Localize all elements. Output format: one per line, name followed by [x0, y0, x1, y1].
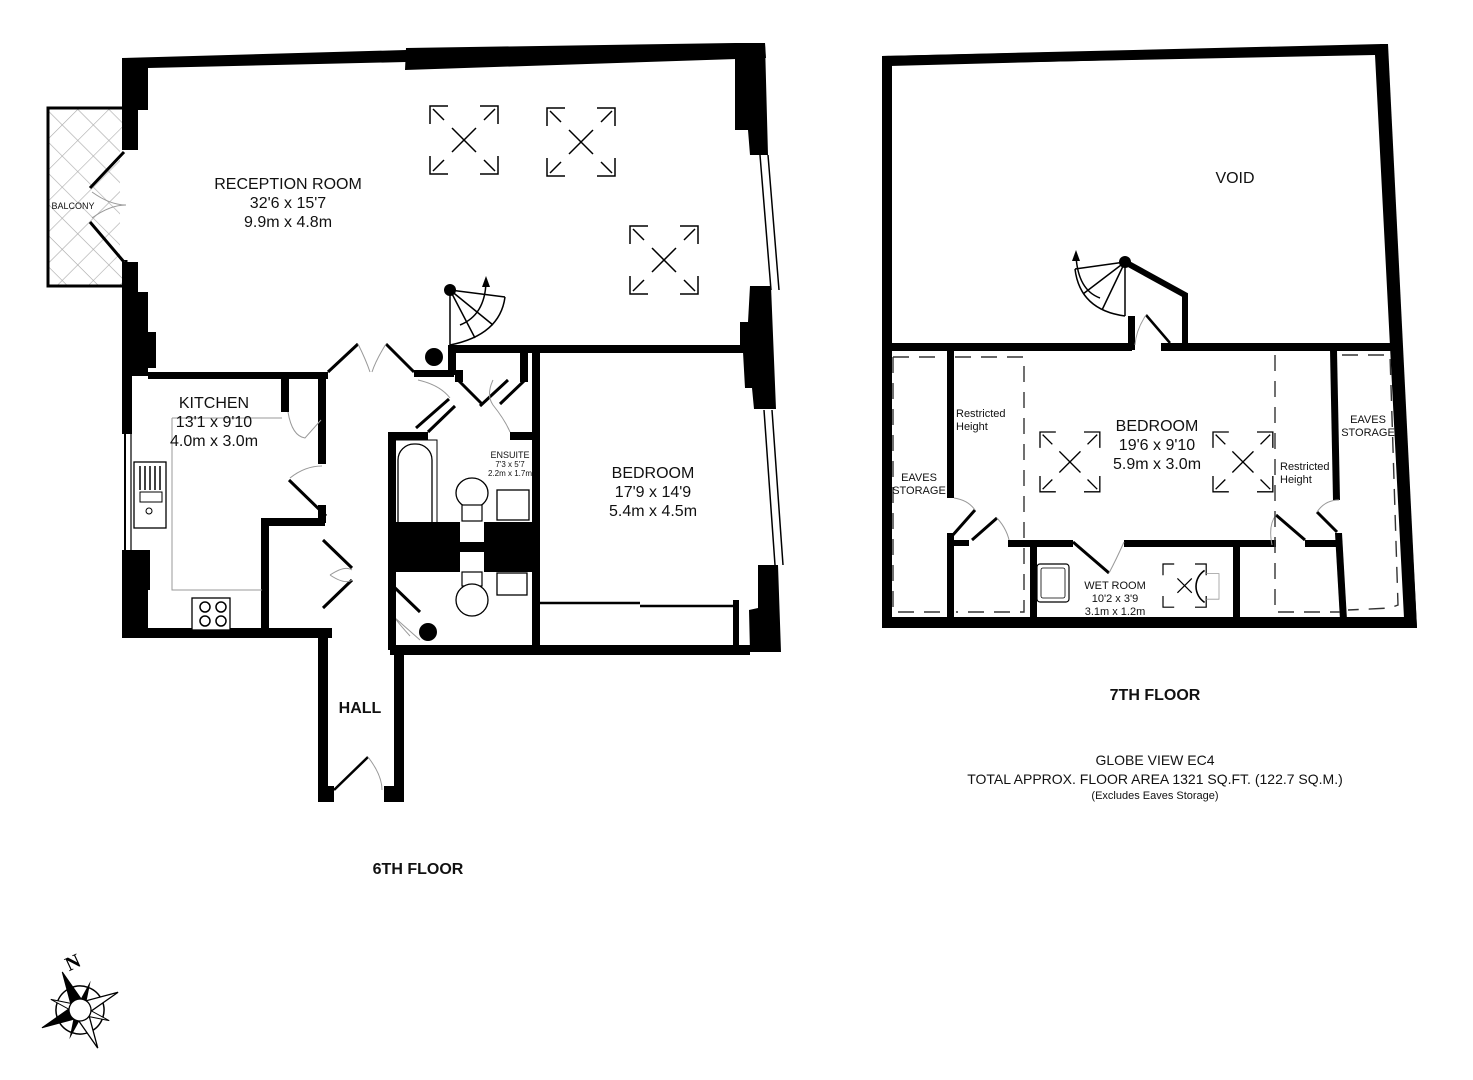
reception-room-name: RECEPTION ROOM	[214, 176, 362, 193]
eaves-storage-right-line2: STORAGE	[1341, 427, 1395, 439]
kitchen-name: KITCHEN	[179, 395, 249, 412]
eaves-storage-right-line1: EAVES	[1350, 414, 1386, 426]
total-floor-area: TOTAL APPROX. FLOOR AREA 1321 SQ.FT. (12…	[967, 771, 1343, 787]
hall-label: HALL	[339, 700, 382, 717]
eaves-storage-left-line2: STORAGE	[892, 485, 946, 497]
bedroom-7-metric: 5.9m x 3.0m	[1113, 456, 1201, 473]
spiral-stair-icon	[444, 276, 506, 346]
ensuite-walls	[388, 345, 540, 650]
seventh-floor-plan: VOID BEDROOM 19'6 x 9'10 5.9m x 3.0m WET…	[882, 44, 1417, 704]
bedroom-7-name: BEDROOM	[1116, 418, 1199, 435]
void-label: VOID	[1215, 170, 1254, 187]
seventh-floor-title: 7TH FLOOR	[1110, 687, 1201, 704]
sixth-floor-plan: RECEPTION ROOM 32'6 x 15'7 9.9m x 4.8m B…	[46, 43, 784, 878]
restricted-height-right-line2: Height	[1280, 474, 1312, 486]
ensuite-name: ENSUITE	[490, 450, 529, 460]
reception-room-metric: 9.9m x 4.8m	[244, 214, 332, 231]
skylight-icon	[546, 107, 616, 177]
compass-north-label: N	[62, 950, 85, 976]
balcony-label: BALCONY	[51, 201, 94, 211]
property-name: GLOBE VIEW EC4	[1095, 752, 1214, 768]
kitchen-imperial: 13'1 x 9'10	[176, 414, 252, 431]
skylight-icon	[1212, 431, 1274, 493]
skylight-icon	[429, 105, 499, 175]
ensuite-imperial: 7'3 x 5'7	[495, 460, 525, 469]
bedroom-6-metric: 5.4m x 4.5m	[609, 503, 697, 520]
skylight-icon	[629, 225, 699, 295]
wet-room-name: WET ROOM	[1084, 580, 1146, 592]
shower-icon	[1162, 563, 1220, 608]
compass-icon	[41, 971, 119, 1049]
corridor-walls	[318, 342, 750, 802]
bedroom-6-name: BEDROOM	[612, 465, 695, 482]
spiral-stair-icon	[1072, 250, 1131, 317]
skylight-icon	[1039, 431, 1101, 493]
balcony	[46, 106, 130, 288]
plan-info: GLOBE VIEW EC4 TOTAL APPROX. FLOOR AREA …	[967, 752, 1343, 802]
bedroom-7-imperial: 19'6 x 9'10	[1119, 437, 1195, 454]
bedroom-wardrobe	[540, 600, 739, 650]
kitchen-walls	[122, 372, 332, 638]
reception-walls	[122, 43, 784, 652]
wet-room-imperial: 10'2 x 3'9	[1092, 593, 1138, 605]
restricted-height-left-line1: Restricted	[956, 408, 1006, 420]
wet-room-metric: 3.1m x 1.2m	[1085, 606, 1146, 618]
reception-room-imperial: 32'6 x 15'7	[250, 195, 326, 212]
restricted-height-right-line1: Restricted	[1280, 461, 1330, 473]
area-note: (Excludes Eaves Storage)	[1091, 790, 1218, 802]
bedroom-6-imperial: 17'9 x 14'9	[615, 484, 691, 501]
sixth-floor-title: 6TH FLOOR	[373, 861, 464, 878]
restricted-height-left-line2: Height	[956, 421, 988, 433]
kitchen-metric: 4.0m x 3.0m	[170, 433, 258, 450]
eaves-storage-left-line1: EAVES	[901, 472, 937, 484]
ensuite-metric: 2.2m x 1.7m	[488, 469, 532, 478]
